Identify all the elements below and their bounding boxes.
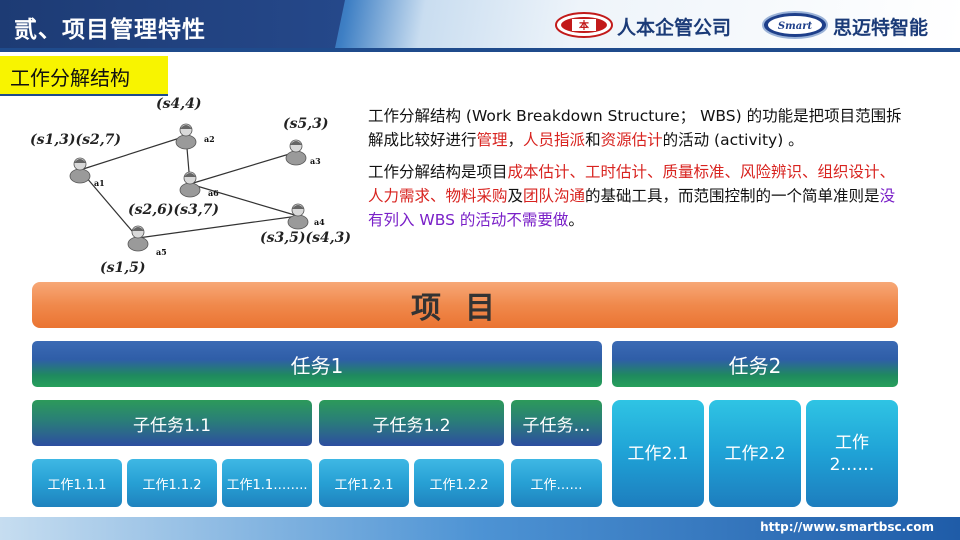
network-diagram: a1 a2 a3 a4 a5 a6 (s4,4) (s5,3) (s1,3)(s…: [30, 96, 351, 276]
label-s4-4: (s4,4): [156, 96, 202, 112]
wbs-work-1-1-more: 工作1.1……..: [222, 459, 312, 507]
svg-text:a3: a3: [310, 156, 321, 166]
label-s1-5: (s1,5): [100, 260, 146, 276]
description-paragraph-1: 工作分解结构 (Work Breakdown Structure； WBS) 的…: [368, 107, 902, 149]
description-paragraph-2: 工作分解结构是项目成本估计、工时估计、质量标准、风险辨识、组织设计、人力需求、物…: [368, 163, 896, 229]
footer-url[interactable]: http://www.smartbsc.com: [760, 520, 934, 534]
title-tab: 贰、项目管理特性: [0, 0, 345, 48]
svg-text:a2: a2: [204, 134, 215, 144]
wbs-work-2-1: 工作2.1: [612, 400, 704, 507]
wbs-work-2-2: 工作2.2: [709, 400, 801, 507]
node-a5: a5: [127, 225, 167, 257]
wbs-subtask-more: 子任务…: [511, 400, 602, 446]
label-s1-3-s2-7: (s1,3)(s2,7): [30, 132, 121, 148]
footer-bar: http://www.smartbsc.com: [0, 517, 960, 540]
smart-logo-icon: Smart: [762, 11, 828, 39]
wbs-work-1-2-2: 工作1.2.2: [414, 459, 504, 507]
node-a1: a1: [69, 157, 105, 188]
wbs-subtask-1-2: 子任务1.2: [319, 400, 504, 446]
node-a4: a4: [287, 203, 325, 230]
label-s3-5-s4-3: (s3,5)(s4,3): [260, 230, 351, 246]
wbs-work-1-2-1: 工作1.2.1: [319, 459, 409, 507]
wbs-project: 项目: [32, 282, 898, 328]
wbs-work-1-1-2: 工作1.1.2: [127, 459, 217, 507]
wbs-task-2: 任务2: [612, 341, 898, 387]
logo2-mark: Smart: [778, 21, 813, 32]
svg-text:a5: a5: [156, 247, 167, 257]
description: 工作分解结构 (Work Breakdown Structure； WBS) 的…: [368, 104, 908, 240]
section-label: 工作分解结构: [0, 56, 168, 96]
svg-text:a6: a6: [208, 188, 219, 198]
svg-text:a1: a1: [94, 178, 105, 188]
page-title: 贰、项目管理特性: [14, 17, 206, 43]
company-name-smart: 思迈特智能: [833, 17, 929, 39]
wbs-work-1-1-1: 工作1.1.1: [32, 459, 122, 507]
label-s5-3: (s5,3): [283, 116, 329, 132]
header-divider: [0, 48, 960, 52]
wbs-subtask-1-1: 子任务1.1: [32, 400, 312, 446]
section-label-text: 工作分解结构: [10, 66, 130, 90]
label-s2-6-s3-7: (s2,6)(s3,7): [128, 202, 219, 218]
svg-text:a4: a4: [314, 217, 325, 227]
renben-logo-icon: 本: [555, 12, 613, 38]
wbs-work-more: 工作……: [511, 459, 602, 507]
node-a6: a6: [179, 171, 219, 198]
wbs-work-2-more: 工作 2……: [806, 400, 898, 507]
logo1-mark: 本: [579, 19, 590, 32]
wbs-task-1: 任务1: [32, 341, 602, 387]
node-a2: a2: [175, 123, 215, 150]
node-a3: a3: [285, 139, 321, 166]
company-name-renben: 人本企管公司: [617, 17, 732, 39]
